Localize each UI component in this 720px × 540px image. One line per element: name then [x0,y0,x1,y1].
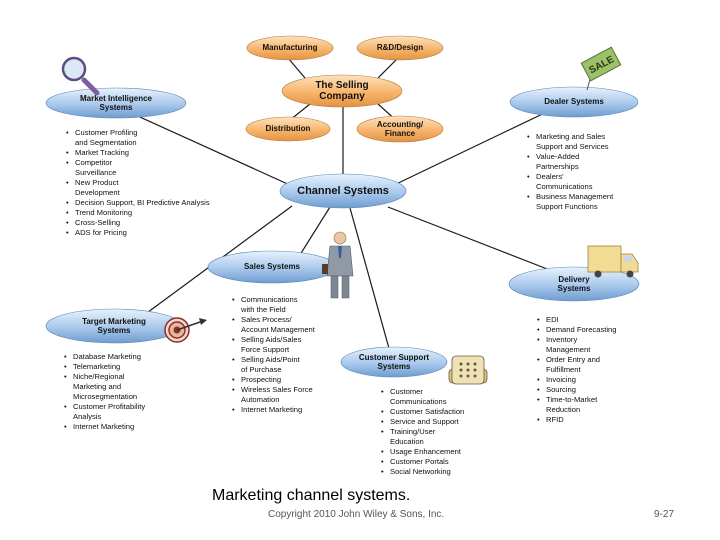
rd-design-node: R&D/Design [357,41,443,55]
channel-systems-node: Channel Systems [280,182,406,200]
list-item: Demand Forecasting [537,325,647,335]
list-item: Social Networking [381,467,491,477]
dealer-systems-list: Marketing and Sales Support and Services… [527,132,657,212]
accounting-finance-line-2: Finance [384,129,416,138]
list-item: Customer Profiling and Segmentation [66,128,256,148]
selling-company-node: The Selling Company [282,76,402,106]
customer-support-node: Customer Support Systems [341,352,447,372]
list-item: Competitor Surveillance [66,158,256,178]
rd-design-label: R&D/Design [376,43,424,53]
customer-support-list: Customer Communications Customer Satisfa… [381,387,491,477]
list-item: EDI [537,315,647,325]
customer-support-line-2: Systems [377,362,411,371]
delivery-systems-list: EDI Demand Forecasting Inventory Managem… [537,315,647,425]
list-item: Prospecting [232,375,352,385]
market-intelligence-list: Customer Profiling and Segmentation Mark… [66,128,256,238]
channel-systems-label: Channel Systems [297,184,389,197]
list-item: Selling Aids/Point of Purchase [232,355,352,375]
channel-systems-oval [279,173,407,209]
accounting-finance-line-1: Accounting/ [376,119,424,129]
list-item: Cross-Selling [66,218,256,228]
list-item: RFID [537,415,647,425]
list-item: Inventory Management [537,335,647,355]
manufacturing-node: Manufacturing [247,41,333,55]
list-item: Sourcing [537,385,647,395]
manufacturing-oval [246,35,334,61]
list-item: Telemarketing [64,362,174,372]
target-marketing-node: Target Marketing Systems [46,316,182,336]
accounting-finance-oval [356,115,444,143]
delivery-truck-icon [587,245,639,278]
list-item: Wireless Sales Force Automation [232,385,352,405]
list-item: Invoicing [537,375,647,385]
delivery-systems-line-2: Systems [557,284,591,293]
target-marketing-list: Database Marketing Telemarketing Niche/R… [64,352,174,432]
target-icon [164,317,207,343]
target-marketing-line-1: Target Marketing [82,316,146,326]
dealer-systems-label: Dealer Systems [544,97,604,107]
list-item: Value-Added Partnerships [527,152,657,172]
list-item: ADS for Pricing [66,228,256,238]
accounting-finance-node: Accounting/ Finance [357,119,443,139]
list-item: Customer Satisfaction [381,407,491,417]
list-item: Decision Support, BI Predictive Analysis [66,198,256,208]
customer-support-line-1: Customer Support [358,352,430,362]
list-item: Training/User Education [381,427,491,447]
distribution-node: Distribution [246,122,330,136]
figure-caption: Marketing channel systems. [212,487,411,504]
list-item: Selling Aids/Sales Force Support [232,335,352,355]
list-item: Internet Marketing [232,405,352,415]
telephone-icon [448,355,488,385]
list-item: Customer Profitability Analysis [64,402,174,422]
salesperson-icon [322,231,354,299]
selling-company-line-2: Company [319,91,365,102]
dealer-systems-node: Dealer Systems [510,95,638,109]
sales-systems-list: Communications with the Field Sales Proc… [232,295,352,415]
target-marketing-line-2: Systems [97,326,131,335]
rd-design-oval [356,35,444,61]
distribution-label: Distribution [265,124,311,134]
list-item: Communications with the Field [232,295,352,315]
list-item: Internet Marketing [64,422,174,432]
sales-systems-node: Sales Systems [208,260,336,274]
manufacturing-label: Manufacturing [262,43,318,53]
list-item: Usage Enhancement [381,447,491,457]
list-item: Customer Portals [381,457,491,467]
list-item: Marketing and Sales Support and Services [527,132,657,152]
delivery-systems-node: Delivery Systems [509,274,639,294]
list-item: New Product Development [66,178,256,198]
page-number: 9-27 [654,509,675,520]
market-intelligence-line-2: Systems [99,103,133,112]
market-intelligence-line-1: Market Intelligence [79,93,153,103]
list-item: Database Marketing [64,352,174,362]
list-item: Dealers' Communications [527,172,657,192]
list-item: Customer Communications [381,387,491,407]
selling-company-oval [281,74,403,108]
copyright-notice: Copyright 2010 John Wiley & Sons, Inc. [268,509,445,520]
delivery-systems-oval [508,266,640,302]
selling-company-line-1: The Selling [315,79,369,91]
market-intelligence-oval [45,87,187,119]
list-item: Sales Process/ Account Management [232,315,352,335]
market-intelligence-node: Market Intelligence Systems [46,93,186,113]
list-item: Market Tracking [66,148,256,158]
list-item: Order Entry and Fulfillment [537,355,647,375]
list-item: Business Management Support Functions [527,192,657,212]
list-item: Time-to-Market Reduction [537,395,647,415]
list-item: Service and Support [381,417,491,427]
list-item: Trend Monitoring [66,208,256,218]
list-item: Niche/Regional Marketing and Microsegmen… [64,372,174,402]
sales-systems-label: Sales Systems [243,262,301,272]
delivery-systems-line-1: Delivery [558,274,590,284]
dealer-systems-oval [509,86,639,118]
magnifying-glass-icon [61,56,100,96]
sale-sign-icon: SALE [580,46,622,91]
